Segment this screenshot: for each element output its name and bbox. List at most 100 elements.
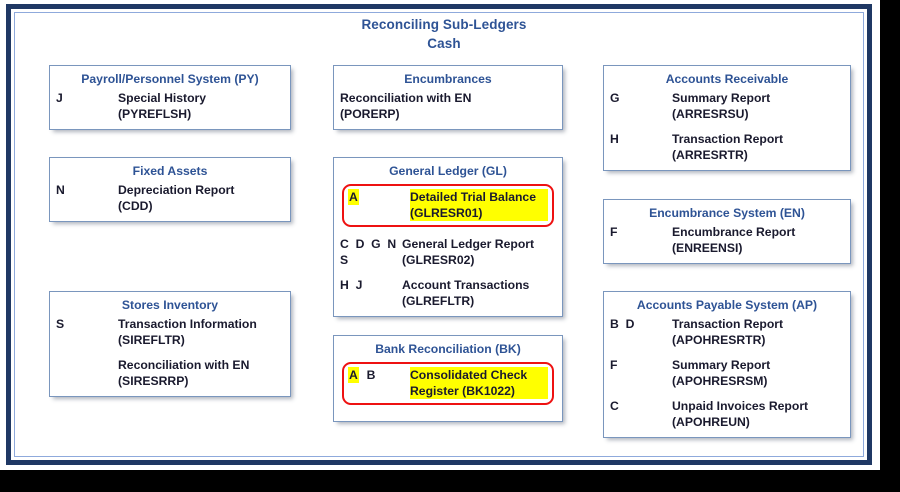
row-report-label-line: (GLRESR02) <box>402 253 475 267</box>
row-report-label-line: Transaction Information <box>118 317 257 331</box>
row-code-letters: C D G N S <box>340 237 397 267</box>
row-report-label: Account Transactions (GLREFLTR) <box>402 277 556 309</box>
card-rows: S Transaction Information(SIREFLTR) Reconc… <box>50 316 290 396</box>
row-report-label: Reconciliation with EN (PORERP) <box>340 90 556 122</box>
report-row: F Encumbrance Report (ENREENSI) <box>610 224 844 256</box>
row-report-label: Transaction Report (APOHRESRTR) <box>672 316 844 348</box>
report-row: C Unpaid Invoices Report (APOHREUN) <box>610 398 844 430</box>
card-title-accounts-payable-system: Accounts Payable System (AP) <box>636 298 818 312</box>
card-payroll-personnel-system: Payroll/Personnel System (PY) J Special Hi… <box>49 65 291 130</box>
report-row: B D Transaction Report (APOHRESRTR) <box>610 316 844 348</box>
row-code-letters: J <box>56 91 63 105</box>
card-rows: F Encumbrance Report (ENREENSI) <box>604 224 850 263</box>
outer-frame: Reconciling Sub-Ledgers Cash Payroll/Per… <box>6 4 872 465</box>
card-rows: B D Transaction Report (APOHRESRTR) F Summar… <box>604 316 850 437</box>
card-title-stores-inventory: Stores Inventory <box>121 298 219 312</box>
card-title-payroll-personnel-system: Payroll/Personnel System (PY) <box>81 72 259 86</box>
row-code-letters: H J <box>340 278 363 292</box>
row-report-label-line: Summary Report <box>672 358 771 372</box>
row-report-label-line: Transaction Report <box>672 132 784 146</box>
row-report-label-line: Reconciliation with EN <box>118 358 250 372</box>
row-report-label: Detailed Trial Balance(GLRESR01) <box>410 189 548 221</box>
diagram-page: Reconciling Sub-Ledgers Cash Payroll/Per… <box>0 0 880 470</box>
row-report-label-line: Special History <box>118 91 207 105</box>
row-report-label: Depreciation Report (CDD) <box>118 182 284 214</box>
row-report-label: Summary Report (ARRESRSU) <box>672 90 844 122</box>
card-rows: N Depreciation Report (CDD) <box>50 182 290 221</box>
row-report-label-line: (SIRESRRP) <box>118 374 189 388</box>
row-report-label-line: (ARRESRTR) <box>672 148 748 162</box>
report-row: H J Account Transactions (GLREFLTR) <box>340 277 556 309</box>
row-code-letters: C <box>610 399 619 413</box>
row-report-label-line: Detailed Trial Balance <box>410 189 548 205</box>
page-title-line1: Reconciling Sub-Ledgers <box>361 17 527 32</box>
row-report-label-line: Consolidated Check <box>410 367 548 383</box>
row-report-label-line: Depreciation Report <box>118 183 235 197</box>
report-row: C D G N S General Ledger Report (GLRESR02) <box>340 236 556 268</box>
row-report-label: Transaction Report (ARRESRTR) <box>672 131 844 163</box>
card-title-general-ledger: General Ledger (GL) <box>389 164 507 178</box>
row-report-label-line: Summary Report <box>672 91 771 105</box>
row-code-letters: H <box>610 132 619 146</box>
row-report-label-line: Unpaid Invoices Report <box>672 399 809 413</box>
row-report-label-line: (APOHREUN) <box>672 415 750 429</box>
code-letter: B <box>366 368 376 382</box>
row-code-letters: N <box>56 183 65 197</box>
card-rows: Reconciliation with EN (PORERP) <box>334 90 562 129</box>
row-report-label: Transaction Information(SIREFLTR) <box>118 316 284 348</box>
report-row-highlighted: A Detailed Trial Balance(GLRESR01) <box>348 189 548 221</box>
report-row: Reconciliation with EN (SIRESRRP) <box>56 357 284 389</box>
report-row: S Transaction Information(SIREFLTR) <box>56 316 284 348</box>
row-report-label-line: (APOHRESRTR) <box>672 333 766 347</box>
card-title-accounts-receivable: Accounts Receivable <box>665 72 789 86</box>
report-row: Reconciliation with EN (PORERP) <box>340 90 556 122</box>
row-code-letters: F <box>610 225 618 239</box>
row-report-label-line: Account Transactions <box>402 278 530 292</box>
row-code-letters: A B <box>348 367 410 383</box>
report-row: H Transaction Report (ARRESRTR) <box>610 131 844 163</box>
row-report-label-line: (PORERP) <box>340 107 400 121</box>
inner-frame-line <box>14 12 864 457</box>
row-report-label: Unpaid Invoices Report (APOHREUN) <box>672 398 844 430</box>
row-report-label-line: (CDD) <box>118 199 153 213</box>
row-report-label-line: (ENREENSI) <box>672 241 743 255</box>
row-report-label-line: (GLREFLTR) <box>402 294 475 308</box>
code-letter: A <box>348 367 359 383</box>
card-rows: J Special History (PYREFLSH) <box>50 90 290 129</box>
row-report-label: Summary Report (APOHRESRSM) <box>672 357 844 389</box>
report-row: F Summary Report (APOHRESRSM) <box>610 357 844 389</box>
row-report-label-line: (GLRESR01) <box>410 205 548 221</box>
row-report-label-line: (APOHRESRSM) <box>672 374 768 388</box>
card-title-encumbrances: Encumbrances <box>404 72 492 86</box>
row-code-letters: S <box>56 317 65 331</box>
row-code-letters: B D <box>610 317 635 331</box>
card-general-ledger: General Ledger (GL) A Detailed Trial Balan… <box>333 157 563 317</box>
card-accounts-payable-system: Accounts Payable System (AP)B D Transacti… <box>603 291 851 438</box>
row-code-letters: F <box>610 358 618 372</box>
row-report-label-line: (ARRESRSU) <box>672 107 749 121</box>
row-report-label-line: (PYREFLSH) <box>118 107 192 121</box>
card-title-bank-reconciliation: Bank Reconciliation (BK) <box>375 342 521 356</box>
highlight-callout: A Detailed Trial Balance(GLRESR01) <box>342 184 554 227</box>
row-report-label-line: Transaction Report <box>672 317 784 331</box>
row-report-label-line: Reconciliation with EN <box>340 91 472 105</box>
card-rows: A Detailed Trial Balance(GLRESR01) C D G N… <box>334 184 562 316</box>
row-report-label-line: Encumbrance Report <box>672 225 796 239</box>
row-report-label: General Ledger Report (GLRESR02) <box>402 236 556 268</box>
row-report-label-line: General Ledger Report <box>402 237 535 251</box>
code-letter: A <box>348 189 359 205</box>
row-code-letters: A <box>348 189 410 205</box>
card-title-fixed-assets: Fixed Assets <box>132 164 208 178</box>
